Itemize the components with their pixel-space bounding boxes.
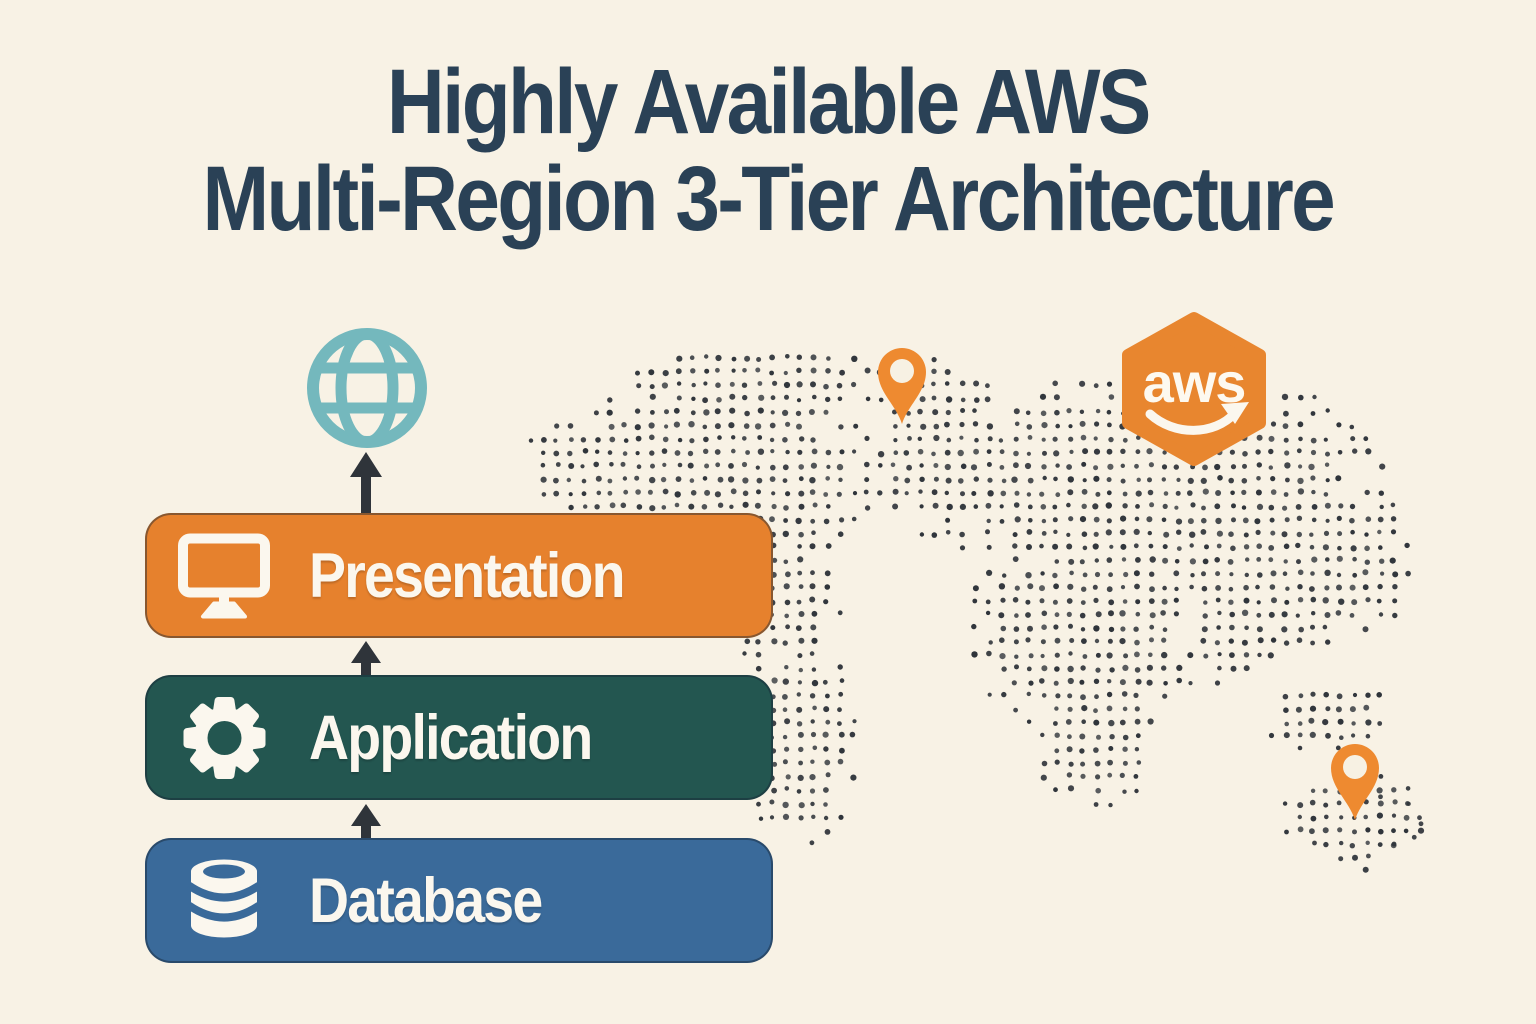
location-pin-icon-south	[1331, 744, 1379, 820]
tier-box-database: Database	[145, 838, 773, 963]
tier-label-database: Database	[309, 865, 543, 936]
title-line-2: Multi-Region 3-Tier Architecture	[202, 148, 1336, 250]
title-line-1: Highly Available AWS	[387, 51, 1151, 153]
monitor-icon	[178, 533, 270, 618]
location-pin-icon-north	[878, 348, 926, 424]
globe-icon	[307, 328, 427, 448]
arrow-up-database-to-application	[351, 804, 381, 838]
page-title: Highly Available AWS Multi-Region 3-Tier…	[0, 54, 1536, 248]
gear-icon	[183, 696, 266, 779]
aws-hexagon-logo: aws	[1122, 312, 1266, 466]
tier-label-presentation: Presentation	[309, 540, 625, 611]
tier-box-application: Application	[145, 675, 773, 800]
database-icon	[186, 859, 262, 937]
tier-label-application: Application	[309, 702, 593, 773]
arrow-up-presentation-to-internet	[350, 452, 382, 513]
aws-smile-arrow-icon	[1145, 408, 1240, 435]
tier-box-presentation: Presentation	[145, 513, 773, 638]
arrow-up-application-to-presentation	[351, 641, 381, 675]
